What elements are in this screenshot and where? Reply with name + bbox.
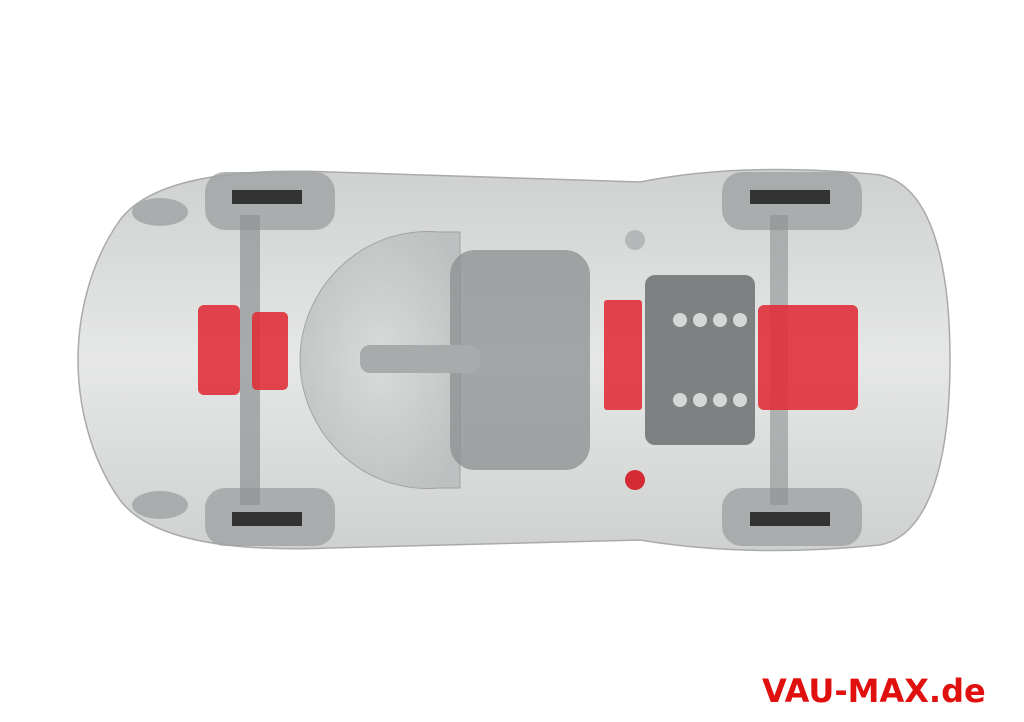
rear-left-brake	[750, 190, 830, 204]
front-left-brake	[232, 190, 302, 204]
engine	[645, 275, 755, 445]
fuel-cap	[625, 470, 645, 490]
seats	[450, 250, 590, 470]
watermark: VAU-MAX.de	[762, 672, 986, 710]
engine-cylinders	[673, 313, 747, 407]
front-motor-unit	[252, 312, 288, 390]
fuel-cap-left	[625, 230, 645, 250]
front-right-brake	[232, 512, 302, 526]
right-headlight	[132, 491, 188, 519]
rear-right-brake	[750, 512, 830, 526]
battery-pack	[604, 300, 642, 410]
left-headlight	[132, 198, 188, 226]
front-axle	[240, 215, 260, 505]
rear-electric-motor	[758, 305, 858, 410]
center-console	[360, 345, 480, 373]
front-electric-motor	[198, 305, 240, 395]
